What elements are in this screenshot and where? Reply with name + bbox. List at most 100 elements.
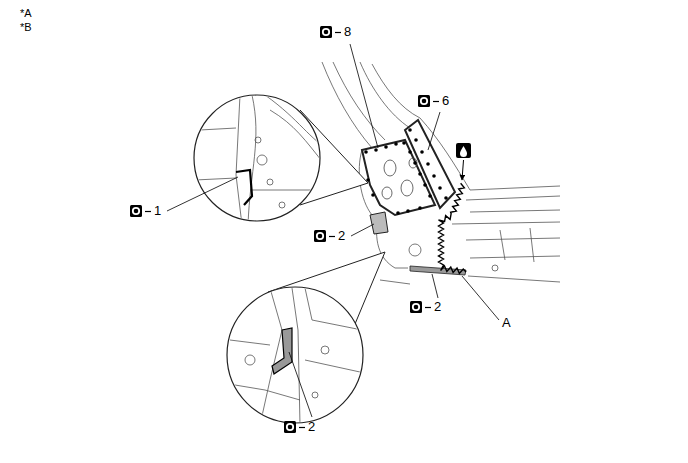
sealer-drop	[460, 146, 467, 157]
callout-icon	[320, 26, 332, 38]
spot-weld	[432, 174, 436, 178]
spot-weld	[396, 211, 400, 215]
leader-lines	[167, 44, 499, 417]
rocker-line	[530, 228, 534, 262]
inset-line	[292, 288, 300, 425]
callout-number: 6	[442, 93, 449, 109]
spot-weld	[374, 148, 378, 152]
callout-icon-ring	[421, 98, 427, 104]
callout-icon-ring	[133, 208, 139, 214]
callout-icon	[418, 95, 430, 107]
callout-dash	[433, 101, 439, 102]
callout-icon	[410, 301, 422, 313]
part-letter: A	[502, 315, 511, 331]
callout-dash	[299, 427, 305, 428]
spot-weld	[402, 141, 406, 145]
view-key: *A	[20, 7, 32, 20]
rocker-line	[470, 256, 560, 258]
callout-number: 8	[344, 24, 351, 40]
rocker-line	[466, 196, 560, 200]
leader-line	[167, 177, 238, 211]
hole	[409, 244, 421, 256]
hole	[382, 187, 392, 199]
pillar-line	[322, 62, 372, 148]
hole	[312, 392, 318, 398]
callout-icons	[130, 26, 439, 433]
leader-line	[432, 274, 438, 298]
weld-line	[439, 183, 467, 273]
replacement-panel	[405, 120, 455, 208]
spot-weld	[420, 150, 424, 154]
sealer-icon	[456, 143, 471, 158]
inset-line	[230, 340, 270, 345]
spot-welds	[364, 128, 448, 215]
inset-line	[260, 288, 282, 425]
sealer-area	[272, 328, 292, 374]
detail-inset	[194, 95, 320, 221]
spot-weld	[408, 150, 412, 154]
spot-weld	[408, 128, 412, 132]
hole	[492, 265, 498, 271]
callout-dash	[425, 307, 431, 308]
inset-line	[248, 95, 256, 225]
rocker-line	[468, 276, 560, 282]
sealer-area	[370, 212, 388, 234]
spot-weld	[423, 183, 427, 187]
callout-number: 2	[338, 228, 345, 244]
callout-dash	[329, 236, 335, 237]
inset-line	[250, 190, 320, 191]
rocker-line	[500, 230, 505, 260]
callout-number: 1	[154, 203, 161, 219]
spot-weld	[444, 196, 448, 200]
panel-holes	[382, 158, 417, 199]
callout-icon-ring	[413, 304, 419, 310]
spot-weld	[438, 186, 442, 190]
sealer-arrow	[462, 160, 464, 180]
spot-weld	[426, 162, 430, 166]
inset-line	[235, 385, 300, 400]
spot-weld	[413, 161, 417, 165]
cut-line	[236, 170, 252, 205]
callout-dash	[145, 211, 151, 212]
hole	[245, 355, 255, 365]
hole	[384, 160, 396, 176]
callout-icon-ring	[287, 424, 293, 430]
hole	[257, 155, 267, 165]
inset-line	[200, 128, 236, 130]
callout-dash	[335, 32, 341, 33]
spot-weld	[371, 193, 375, 197]
leader-line	[350, 44, 378, 148]
inset-line	[305, 288, 362, 330]
callout-icon	[314, 230, 326, 242]
pillar-line	[372, 64, 420, 118]
spot-weld	[414, 138, 418, 142]
callout-number: 2	[434, 299, 441, 315]
spot-weld	[406, 209, 410, 213]
inset-line	[236, 95, 242, 225]
spot-weld	[428, 194, 432, 198]
inset-detail	[230, 288, 362, 425]
hole	[401, 180, 413, 196]
callout-icon	[284, 421, 296, 433]
spot-weld	[384, 145, 388, 149]
inset-line	[265, 95, 330, 150]
hole	[267, 179, 273, 185]
inset-line	[270, 110, 325, 165]
callout-icon-ring	[317, 233, 323, 239]
rocker-line	[452, 222, 560, 224]
leader-line	[289, 352, 312, 417]
view-key: *B	[20, 21, 32, 34]
hole	[255, 137, 261, 143]
spot-weld	[394, 142, 398, 146]
callout-number: 2	[308, 419, 315, 435]
spot-weld	[364, 150, 368, 154]
pillar-line	[360, 62, 410, 128]
hole	[409, 158, 417, 168]
hole	[321, 346, 329, 354]
leader-line	[462, 276, 499, 320]
callout-icon-ring	[323, 29, 329, 35]
rocker-line	[380, 280, 410, 284]
callout-icon	[130, 205, 142, 217]
